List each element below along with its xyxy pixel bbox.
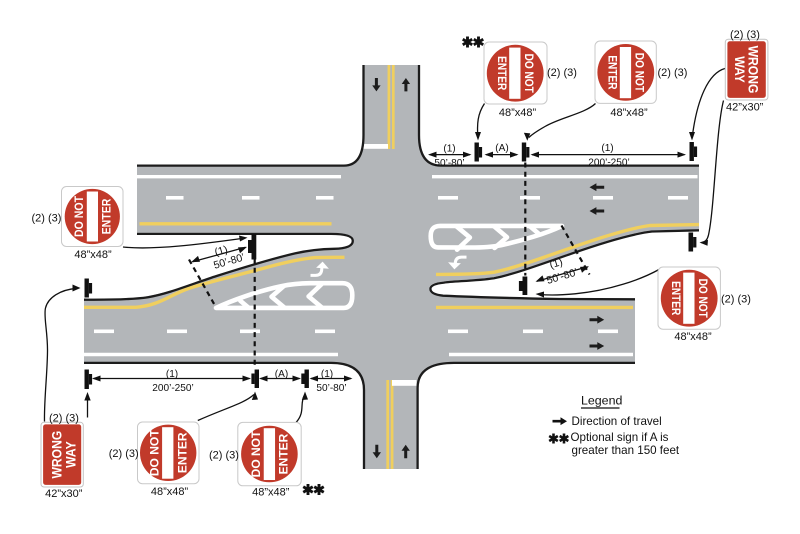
- svg-text:(1): (1): [548, 256, 564, 271]
- svg-text:42”x30”: 42”x30”: [45, 488, 83, 500]
- svg-text:(2) (3): (2) (3): [721, 294, 751, 306]
- svg-text:(1): (1): [321, 369, 333, 380]
- svg-text:50’-80’: 50’-80’: [316, 383, 346, 394]
- svg-text:(2) (3): (2) (3): [658, 67, 688, 79]
- svg-text:DO NOT: DO NOT: [696, 279, 709, 318]
- svg-text:WRONG: WRONG: [745, 46, 761, 94]
- svg-text:DO NOT: DO NOT: [73, 196, 86, 237]
- svg-text:(1): (1): [601, 143, 613, 154]
- svg-text:(2) (3): (2) (3): [32, 213, 62, 225]
- svg-text:DO NOT: DO NOT: [522, 54, 535, 93]
- svg-text:WAY: WAY: [63, 441, 79, 468]
- svg-text:ENTER: ENTER: [605, 55, 618, 89]
- svg-text:Direction of travel: Direction of travel: [572, 415, 662, 428]
- svg-text:48”x48”: 48”x48”: [252, 487, 290, 499]
- svg-text:(1): (1): [443, 144, 455, 155]
- svg-text:(2) (3): (2) (3): [109, 448, 139, 460]
- svg-text:ENTER: ENTER: [495, 56, 508, 90]
- svg-text:50’-80’: 50’-80’: [434, 158, 464, 169]
- svg-text:(2) (3): (2) (3): [49, 413, 79, 425]
- svg-text:48”x48”: 48”x48”: [74, 249, 112, 261]
- svg-text:48”x48”: 48”x48”: [499, 107, 537, 119]
- svg-text:greater than 150 feet: greater than 150 feet: [572, 444, 680, 457]
- svg-text:ENTER: ENTER: [277, 433, 291, 474]
- svg-text:48”x48”: 48”x48”: [151, 486, 189, 498]
- svg-text:DO NOT: DO NOT: [632, 53, 645, 92]
- svg-text:(2) (3): (2) (3): [730, 29, 760, 41]
- svg-text:WAY: WAY: [732, 56, 748, 83]
- svg-text:DO NOT: DO NOT: [249, 430, 263, 477]
- svg-text:(1): (1): [166, 369, 178, 380]
- svg-text:(2) (3): (2) (3): [209, 450, 239, 462]
- svg-text:(A): (A): [495, 143, 508, 154]
- svg-text:(A): (A): [275, 369, 288, 380]
- svg-text:DO NOT: DO NOT: [148, 429, 162, 476]
- svg-text:200’-250’: 200’-250’: [588, 158, 630, 169]
- svg-text:Optional sign if A is: Optional sign if A is: [571, 431, 669, 444]
- svg-text:48”x48”: 48”x48”: [674, 331, 712, 343]
- svg-text:(2) (3): (2) (3): [547, 67, 577, 79]
- svg-text:42”x30”: 42”x30”: [726, 102, 764, 114]
- svg-text:(1): (1): [213, 244, 229, 259]
- svg-text:48”x48”: 48”x48”: [610, 107, 648, 119]
- svg-text:WRONG: WRONG: [49, 431, 65, 479]
- svg-text:Legend: Legend: [581, 394, 622, 408]
- svg-text:ENTER: ENTER: [669, 281, 682, 315]
- svg-text:ENTER: ENTER: [175, 432, 189, 473]
- svg-text:ENTER: ENTER: [101, 199, 114, 235]
- svg-text:200’-250’: 200’-250’: [152, 383, 194, 394]
